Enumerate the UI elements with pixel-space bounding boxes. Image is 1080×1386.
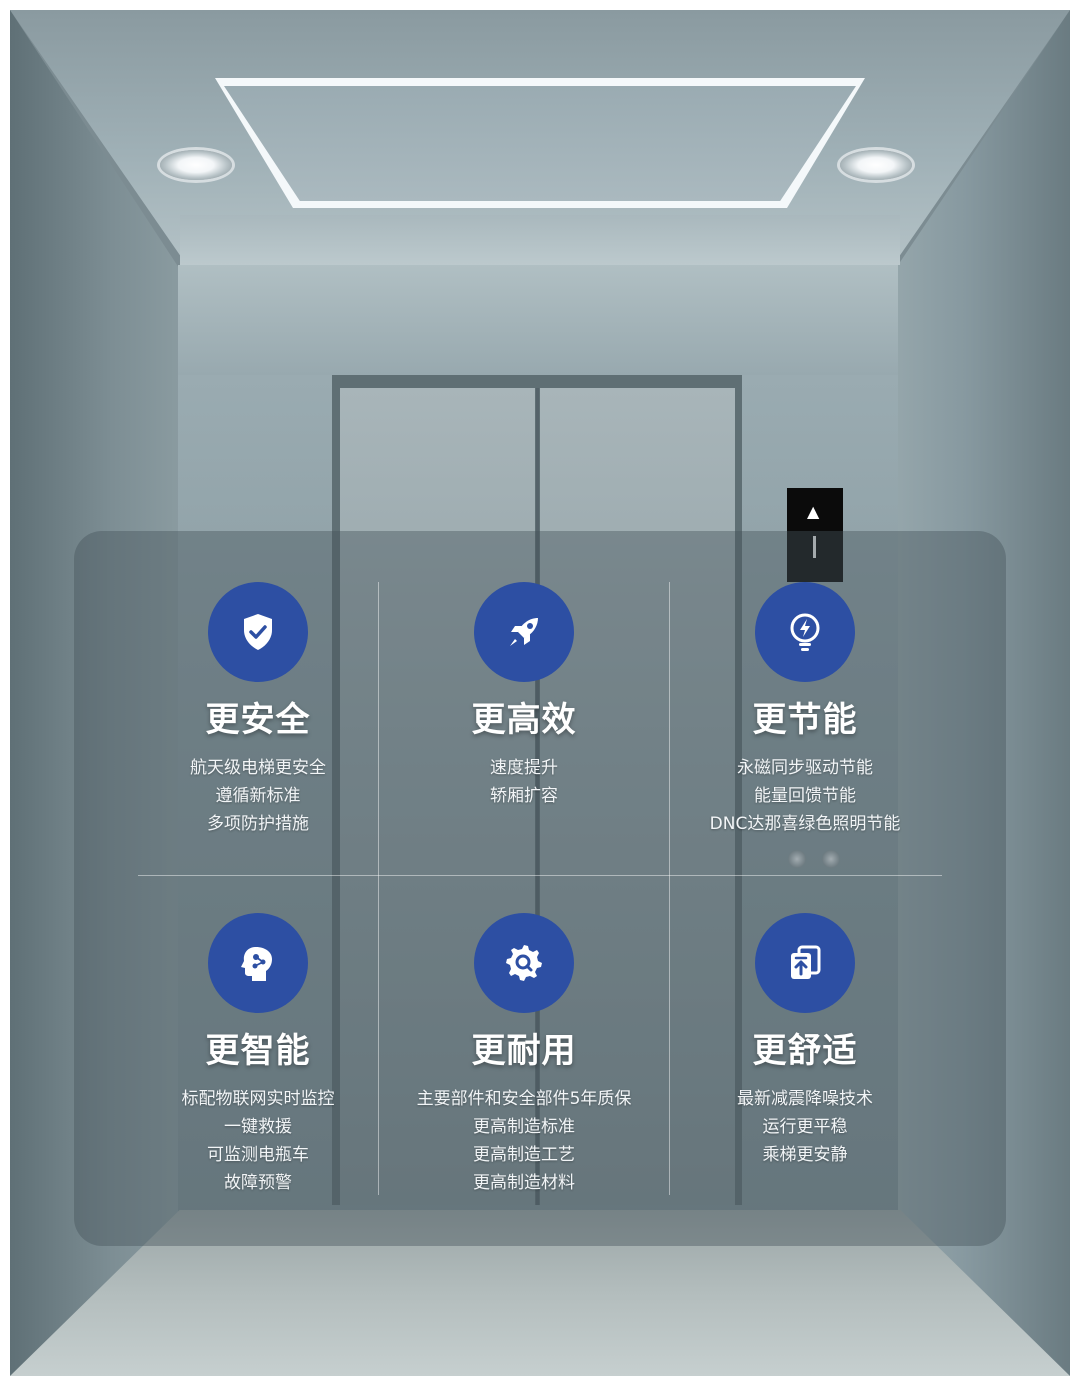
- feature-line: 更高制造材料: [473, 1173, 575, 1193]
- wall-button: [788, 850, 806, 868]
- feature-title: 更高效: [471, 700, 577, 740]
- feature-title: 更节能: [752, 700, 858, 740]
- feature-line: 能量回馈节能: [754, 786, 856, 806]
- feature-title: 更安全: [205, 700, 311, 740]
- up-arrow-icon: ▲: [807, 502, 820, 521]
- feature-line: 标配物联网实时监控: [181, 1089, 335, 1109]
- feature-line: 最新减震降噪技术: [737, 1089, 873, 1109]
- document-upload-icon: [755, 913, 855, 1013]
- grid-divider-vertical: [669, 582, 670, 1195]
- feature-line: 遵循新标准: [215, 786, 301, 806]
- feature-title: 更智能: [205, 1031, 311, 1071]
- rocket-icon: [474, 582, 574, 682]
- downlight-right: [840, 150, 912, 180]
- feature-energy-saving: 更节能 永磁同步驱动节能 能量回馈节能 DNC达那喜绿色照明节能: [655, 582, 955, 838]
- feature-line: 主要部件和安全部件5年质保: [416, 1089, 632, 1109]
- feature-line: 乘梯更安静: [762, 1145, 848, 1165]
- feature-line: 更高制造标准: [473, 1117, 575, 1137]
- feature-comfort: 更舒适 最新减震降噪技术 运行更平稳 乘梯更安静: [655, 913, 955, 1169]
- energy-bulb-icon: [755, 582, 855, 682]
- feature-line: 可监测电瓶车: [207, 1145, 309, 1165]
- feature-line: 永磁同步驱动节能: [737, 758, 873, 778]
- shield-check-icon: [208, 582, 308, 682]
- floor-indicator: [813, 536, 816, 558]
- feature-line: 故障预警: [224, 1173, 292, 1193]
- feature-line: 更高制造工艺: [473, 1145, 575, 1165]
- feature-safety: 更安全 航天级电梯更安全 遵循新标准 多项防护措施: [108, 582, 408, 838]
- feature-line: DNC达那喜绿色照明节能: [709, 814, 901, 834]
- feature-line: 轿厢扩容: [490, 786, 558, 806]
- right-wall: [895, 10, 1070, 1376]
- wall-button: [822, 850, 840, 868]
- feature-line: 运行更平稳: [762, 1117, 848, 1137]
- elevator-cabin-background: ▲: [10, 10, 1070, 1376]
- smart-head-icon: [208, 913, 308, 1013]
- marble-floor: [10, 1210, 1070, 1376]
- feature-smart: 更智能 标配物联网实时监控 一键救援 可监测电瓶车 故障预警: [108, 913, 408, 1197]
- feature-line: 航天级电梯更安全: [190, 758, 326, 778]
- feature-line: 速度提升: [490, 758, 558, 778]
- feature-line: 多项防护措施: [207, 814, 309, 834]
- left-wall: [10, 10, 180, 1376]
- door-left-panel: [340, 388, 535, 1205]
- feature-durability: 更耐用 主要部件和安全部件5年质保 更高制造标准 更高制造工艺 更高制造材料: [374, 913, 674, 1197]
- feature-line: 一键救援: [224, 1117, 292, 1137]
- feature-efficiency: 更高效 速度提升 轿厢扩容: [374, 582, 674, 810]
- gear-search-icon: [474, 913, 574, 1013]
- ceiling-panel: [224, 86, 856, 201]
- feature-title: 更耐用: [471, 1031, 577, 1071]
- door-right-panel: [540, 388, 735, 1205]
- ceiling-step: [180, 215, 900, 265]
- downlight-left: [160, 150, 232, 180]
- feature-title: 更舒适: [752, 1031, 858, 1071]
- grid-divider-horizontal: [138, 875, 942, 876]
- floor-display-panel: ▲: [787, 488, 843, 582]
- door-gap: [536, 388, 539, 1205]
- grid-divider-vertical: [378, 582, 379, 1195]
- back-wall-header: [178, 265, 898, 375]
